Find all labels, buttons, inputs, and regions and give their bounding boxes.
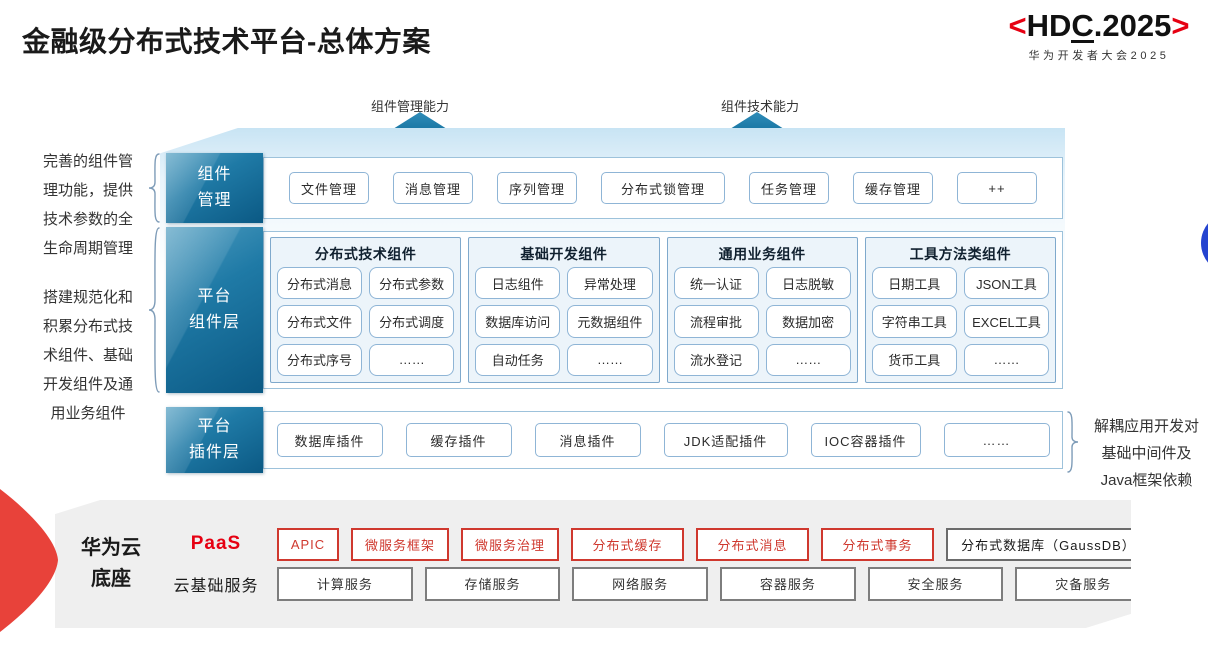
paas-item-gaussdb: 分布式数据库（GaussDB） [946, 527, 1131, 561]
group-title: 通用业务组件 [718, 245, 806, 262]
cloud-service-item: 容器服务 [720, 566, 856, 601]
row-platform-plugins: 平台 插件层 数据库插件 缓存插件 消息插件 JDK适配插件 IOC容器插件 …… [166, 407, 1063, 473]
component-item: 统一认证 [673, 267, 759, 300]
row-label-component-management: 组件 管理 [166, 153, 263, 223]
row-label-platform-plugins: 平台 插件层 [166, 407, 263, 473]
cloud-service-item: 安全服务 [867, 566, 1004, 601]
cloud-service-item: 灾备服务 [1015, 566, 1131, 601]
mgmt-item: 消息管理 [393, 172, 473, 204]
note-component-management: 完善的组件管 理功能，提供 技术参数的全 生命周期管理 [42, 153, 133, 257]
left-brace-row1 [148, 153, 160, 223]
mgmt-item: 分布式锁管理 [601, 172, 725, 204]
hdc-logo: <HDC.2025> 华为开发者大会2025 [994, 8, 1204, 63]
component-item: 分布式序号 [277, 343, 363, 376]
logo-close-bracket: > [1171, 8, 1190, 43]
component-item: 分布式参数 [369, 267, 455, 300]
paas-item: 分布式消息 [696, 527, 809, 561]
plugin-item: 消息插件 [534, 423, 641, 457]
note-component-build: 搭建规范化和 积累分布式技 术组件、基础 开发组件及通 用业务组件 [42, 289, 133, 422]
group-title: 工具方法类组件 [909, 245, 1012, 262]
page-title: 金融级分布式技术平台-总体方案 [22, 26, 431, 57]
note-decouple: 解耦应用开发对 基础中间件及 Java框架依赖 [1093, 418, 1199, 489]
row-label-platform-components: 平台 组件层 [166, 227, 263, 393]
component-item: 分布式调度 [369, 305, 455, 338]
group-grid: 日志组件 异常处理 数据库访问 元数据组件 自动任务 …… [475, 267, 653, 376]
mgmt-item: 缓存管理 [853, 172, 933, 204]
plugin-item: 数据库插件 [276, 423, 383, 457]
red-wedge-arrow-icon [0, 489, 58, 632]
logo-hd: HD [1026, 8, 1072, 43]
component-item: EXCEL工具 [963, 305, 1049, 338]
cloud-services-label: 云基础服务 [173, 577, 259, 595]
component-item: 分布式文件 [277, 305, 363, 338]
component-item: 元数据组件 [567, 305, 653, 338]
logo-c-underlined: C [1071, 8, 1094, 44]
group-common-business: 通用业务组件 统一认证 日志脱敏 流程审批 数据加密 流水登记 …… [666, 237, 858, 383]
arrow-label-management: 组件管理能力 [370, 99, 449, 114]
hdc-logo-text: <HDC.2025> [994, 8, 1204, 44]
component-item: 日志脱敏 [765, 267, 851, 300]
row-content-platform-plugins: 数据库插件 缓存插件 消息插件 JDK适配插件 IOC容器插件 …… [263, 411, 1063, 469]
component-item: 自动任务 [475, 343, 561, 376]
mgmt-item: 序列管理 [497, 172, 577, 204]
component-item: 数据加密 [765, 305, 851, 338]
left-brace-row2 [148, 227, 160, 393]
logo-year: .2025 [1093, 8, 1172, 43]
group-title: 基础开发组件 [520, 245, 608, 262]
component-item: 数据库访问 [475, 305, 561, 338]
group-title: 分布式技术组件 [314, 245, 417, 262]
cloud-service-item: 存储服务 [424, 566, 561, 601]
plugin-item: …… [943, 423, 1050, 457]
component-item: …… [369, 343, 455, 376]
cloud-services-row: 云基础服务 计算服务 存储服务 网络服务 容器服务 安全服务 灾备服务 [167, 566, 1131, 601]
blue-circle-decoration [1201, 212, 1208, 274]
foundation-rows: PaaS APIC 微服务框架 微服务治理 分布式缓存 分布式消息 分布式事务 … [167, 527, 1131, 601]
row-content-component-management: 文件管理 消息管理 序列管理 分布式锁管理 任务管理 缓存管理 ++ [263, 157, 1063, 219]
group-utility-tools: 工具方法类组件 日期工具 JSON工具 字符串工具 EXCEL工具 货币工具 …… [864, 237, 1056, 383]
group-basic-dev: 基础开发组件 日志组件 异常处理 数据库访问 元数据组件 自动任务 …… [468, 237, 660, 383]
right-brace-row3 [1067, 411, 1079, 473]
paas-item: 微服务框架 [351, 527, 449, 561]
component-item: 异常处理 [567, 267, 653, 300]
component-item: 日志组件 [475, 267, 561, 300]
group-grid: 日期工具 JSON工具 字符串工具 EXCEL工具 货币工具 …… [871, 267, 1049, 376]
mgmt-item: 任务管理 [749, 172, 829, 204]
cloud-service-item: 网络服务 [572, 566, 709, 601]
component-item: 分布式消息 [277, 267, 363, 300]
component-item: JSON工具 [963, 267, 1049, 300]
component-item: …… [765, 343, 851, 376]
component-item: 流程审批 [673, 305, 759, 338]
paas-row: PaaS APIC 微服务框架 微服务治理 分布式缓存 分布式消息 分布式事务 … [167, 527, 1131, 561]
component-item: 流水登记 [673, 343, 759, 376]
row-platform-components: 平台 组件层 分布式技术组件 分布式消息 分布式参数 分布式文件 分布式调度 分… [166, 227, 1063, 393]
paas-label: PaaS [190, 533, 242, 554]
row-content-platform-components: 分布式技术组件 分布式消息 分布式参数 分布式文件 分布式调度 分布式序号 ……… [263, 231, 1063, 389]
paas-item: 分布式事务 [821, 527, 934, 561]
arrow-label-technology: 组件技术能力 [720, 99, 799, 114]
hdc-logo-subtitle: 华为开发者大会2025 [1028, 50, 1170, 62]
paas-item: 微服务治理 [461, 527, 559, 561]
component-item: …… [567, 343, 653, 376]
plugin-item: IOC容器插件 [810, 423, 921, 457]
foundation-label: 华为云 底座 [81, 537, 141, 590]
mgmt-item: ++ [957, 172, 1037, 204]
group-grid: 分布式消息 分布式参数 分布式文件 分布式调度 分布式序号 …… [277, 267, 455, 376]
paas-item: APIC [277, 527, 339, 561]
huawei-cloud-foundation: 华为云 底座 PaaS APIC 微服务框架 微服务治理 分布式缓存 分布式消息… [55, 500, 1131, 628]
component-item: 字符串工具 [871, 305, 957, 338]
component-item: 货币工具 [871, 343, 957, 376]
component-item: 日期工具 [871, 267, 957, 300]
group-distributed-tech: 分布式技术组件 分布式消息 分布式参数 分布式文件 分布式调度 分布式序号 …… [270, 237, 462, 383]
logo-open-bracket: < [1008, 8, 1027, 43]
paas-item: 分布式缓存 [571, 527, 684, 561]
group-grid: 统一认证 日志脱敏 流程审批 数据加密 流水登记 …… [673, 267, 851, 376]
component-item: …… [963, 343, 1049, 376]
row-component-management: 组件 管理 文件管理 消息管理 序列管理 分布式锁管理 任务管理 缓存管理 ++ [166, 153, 1063, 223]
cloud-service-item: 计算服务 [277, 566, 413, 601]
plugin-item: JDK适配插件 [663, 423, 788, 457]
plugin-item: 缓存插件 [405, 423, 512, 457]
mgmt-item: 文件管理 [289, 172, 369, 204]
